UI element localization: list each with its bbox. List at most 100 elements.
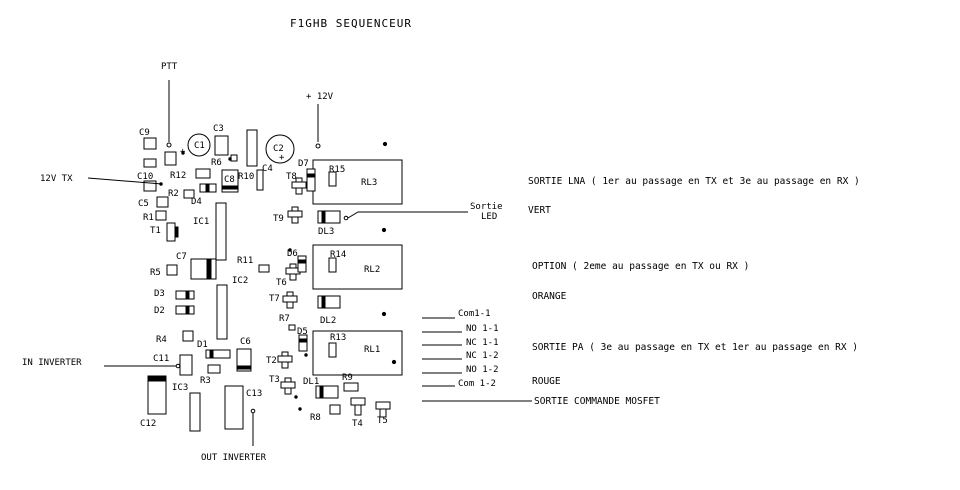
contact-no12: NO 1-2 <box>466 365 499 375</box>
r14-label: R14 <box>330 250 346 260</box>
12v-tx-connection: 12V TX <box>40 174 163 185</box>
annotation-lna: SORTIE LNA ( 1er au passage en TX et 3e … <box>528 176 860 187</box>
transistor-t8: T8 <box>286 172 307 195</box>
plus-12v-connection: + 12V <box>306 92 334 149</box>
d4-label: D4 <box>191 197 202 207</box>
sortie-led-connection: Sortie LED <box>343 202 503 222</box>
dl2-label: DL2 <box>320 316 336 326</box>
contact-no11: NO 1-1 <box>466 324 499 334</box>
resistor-r7: R7 <box>279 314 296 331</box>
t2-label: T2 <box>266 356 277 366</box>
c10-label: C10 <box>137 172 153 182</box>
d7-label: D7 <box>298 159 309 169</box>
t3-label: T3 <box>269 375 280 385</box>
r10-label: R10 <box>238 172 254 182</box>
contact-nc11: NC 1-1 <box>466 338 499 348</box>
r7-label: R7 <box>279 314 290 324</box>
annotation-orange: ORANGE <box>532 291 567 302</box>
ic-ic1: IC1 <box>193 202 227 261</box>
resistor-r8: R8 <box>310 404 341 423</box>
resistor-r2: R2 <box>168 189 195 199</box>
transistor-t7: T7 <box>269 291 298 309</box>
r8-label: R8 <box>310 413 321 423</box>
led-dl1: DL1 <box>303 377 339 399</box>
transistor-t9: T9 <box>273 206 303 224</box>
r6-label: R6 <box>211 158 222 168</box>
t4-label: T4 <box>352 419 363 429</box>
relay-rl3-label: RL3 <box>361 178 377 188</box>
dl1-label: DL1 <box>303 377 319 387</box>
in-inverter-connection: IN INVERTER <box>22 358 181 369</box>
t1-label: T1 <box>150 226 161 236</box>
d2-label: D2 <box>154 306 165 316</box>
diode-d2: D2 <box>154 305 195 316</box>
annotation-mosfet: SORTIE COMMANDE MOSFET <box>534 396 660 407</box>
capacitor-c3: C3 <box>213 124 229 156</box>
relay-rl1-label: RL1 <box>364 345 380 355</box>
capacitor-c8: C8 <box>221 169 239 193</box>
transistor-t5: T5 <box>375 401 391 426</box>
c1-label: C1 <box>194 141 205 151</box>
transistor-t4: T4 <box>350 397 366 429</box>
annotation-vert: VERT <box>528 205 551 216</box>
resistor-r1: R1 <box>143 210 167 223</box>
c11-label: C11 <box>153 354 169 364</box>
plus12v-label: + 12V <box>306 92 334 102</box>
d3-label: D3 <box>154 289 165 299</box>
r9-label: R9 <box>342 373 353 383</box>
ic-ic2: IC2 <box>216 276 248 340</box>
r13-label: R13 <box>330 333 346 343</box>
resistor-r9: R9 <box>342 373 359 392</box>
t6-label: T6 <box>276 278 287 288</box>
c2-label: C2 <box>273 144 284 154</box>
d1-label: D1 <box>197 340 208 350</box>
out-inverter-label: OUT INVERTER <box>201 453 267 463</box>
d5-label: D5 <box>297 327 308 337</box>
ic-ic3: IC3 <box>172 383 201 432</box>
12v-tx-label: 12V TX <box>40 174 73 184</box>
r3-label: R3 <box>200 376 211 386</box>
transistor-t2: T2 <box>266 351 293 369</box>
capacitor-c10: C10 <box>137 172 157 192</box>
c3-label: C3 <box>213 124 224 134</box>
r5-label: R5 <box>150 268 161 278</box>
ic3-label: IC3 <box>172 383 188 393</box>
capacitor-c9: C9 <box>139 128 157 168</box>
t9-label: T9 <box>273 214 284 224</box>
c6-label: C6 <box>240 337 251 347</box>
annotation-rouge: ROUGE <box>532 376 561 387</box>
r1-label: R1 <box>143 213 154 223</box>
resistor-r3: R3 <box>200 364 221 386</box>
diode-d4: D4 <box>191 183 217 207</box>
c5-label: C5 <box>138 199 149 209</box>
r11-label: R11 <box>237 256 253 266</box>
resistor-r4: R4 <box>156 330 194 345</box>
diode-d3: D3 <box>154 289 195 300</box>
relay-rl2: RL2 R14 <box>312 227 403 290</box>
ic2-label: IC2 <box>232 276 248 286</box>
resistor-r10: R10 <box>238 169 264 191</box>
transistor-t1: T1 <box>150 222 179 242</box>
resistor-r5: R5 <box>150 264 178 278</box>
transistor-t6: T6 <box>276 263 301 288</box>
resistor-r12: R12 <box>170 168 211 181</box>
contact-com11: Com1-1 <box>458 309 491 319</box>
relay-rl3: RL3 R15 <box>312 141 403 205</box>
ic1-label: IC1 <box>193 217 209 227</box>
dl3-label: DL3 <box>318 227 334 237</box>
t8-label: T8 <box>286 172 297 182</box>
r2-label: R2 <box>168 189 179 199</box>
transistor-t3: T3 <box>269 375 296 395</box>
resistor-r6: R6 <box>211 154 238 168</box>
c4-label: C4 <box>262 164 273 174</box>
capacitor-c12: C12 <box>140 375 167 429</box>
c8-label: C8 <box>224 175 235 185</box>
resistor-r11: R11 <box>237 256 270 273</box>
c9-label: C9 <box>139 128 150 138</box>
in-inverter-label: IN INVERTER <box>22 358 82 368</box>
led-dl3: DL3 <box>317 210 341 237</box>
capacitor-c4: C4 <box>246 129 273 174</box>
ptt-connection: PTT <box>161 62 178 166</box>
capacitor-c7: C7 <box>176 252 217 280</box>
capacitor-c6: C6 <box>236 337 252 372</box>
